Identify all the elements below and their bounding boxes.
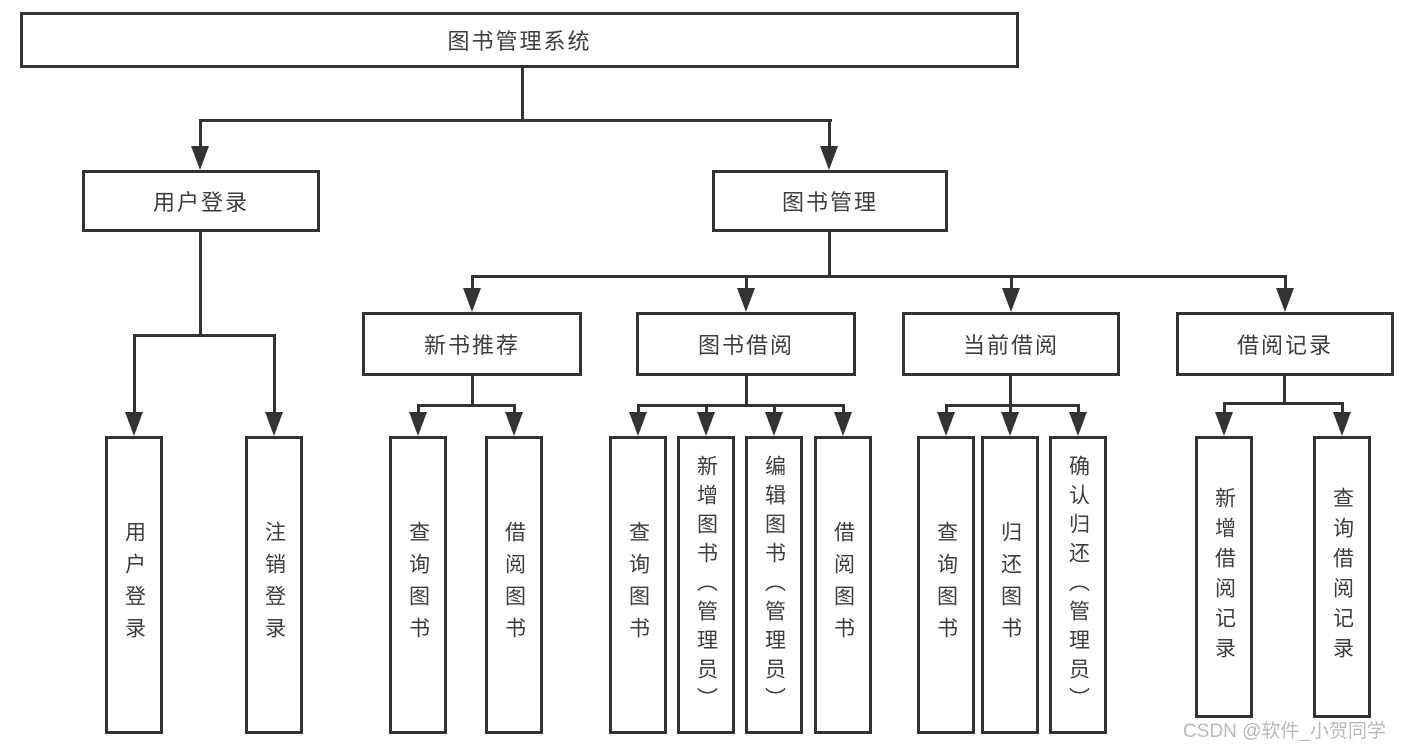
connector-stem-add-book [705,404,708,416]
leaf-confirm-return-admin-label: 确认归还（管理员） [1066,454,1090,716]
connector-book-borrow-stem [745,376,748,405]
connector-stem-leaf-logout [273,334,276,416]
connector-current-borrow-hline [945,404,1080,407]
connector-borrow-records-hline [1223,402,1344,405]
arrow-add-record [1215,412,1233,436]
node-root-label: 图书管理系统 [447,29,592,54]
connector-new-book-hline [417,404,516,407]
arrow-query-book-2 [629,412,647,436]
node-current-borrow: 当前借阅 [902,312,1120,376]
leaf-query-borrow-record-label: 查询借阅记录 [1330,487,1354,667]
node-user-login-label: 用户登录 [152,190,249,215]
arrow-edit-book [765,412,783,436]
node-borrow-records: 借阅记录 [1176,312,1394,376]
csdn-watermark: CSDN @软件_小贺同学 [1183,721,1386,742]
leaf-confirm-return-admin: 确认归还（管理员） [1049,436,1107,734]
connector-stem-return-book [1009,404,1012,416]
connector-stem-new-book [471,275,474,291]
arrow-borrow-book-1 [505,412,523,436]
arrow-current-borrow [1002,288,1020,312]
node-new-book-recommend-label: 新书推荐 [423,333,520,358]
connector-borrow-records-stem [1283,376,1286,403]
connector-stem-edit-book [773,404,776,416]
leaf-add-book-admin-label: 新增图书（管理员） [694,454,718,716]
connector-stem-query-book-2 [637,404,640,416]
node-new-book-recommend: 新书推荐 [362,312,582,376]
leaf-query-book-1: 查询图书 [389,436,447,734]
node-root: 图书管理系统 [20,12,1019,68]
node-book-borrow-label: 图书借阅 [697,333,794,358]
arrow-return-book [1001,412,1019,436]
arrow-query-record [1333,412,1351,436]
leaf-query-book-3: 查询图书 [917,436,975,734]
node-user-login: 用户登录 [82,170,320,232]
leaf-return-book: 归还图书 [981,436,1039,734]
arrow-book-management [820,146,838,170]
connector-stem-borrow-book-2 [842,404,845,416]
leaf-user-login-label: 用户登录 [122,521,146,649]
leaf-query-book-2: 查询图书 [609,436,667,734]
leaf-logout-label: 注销登录 [262,521,286,649]
leaf-logout: 注销登录 [245,436,303,734]
arrow-borrow-book-2 [834,412,852,436]
arrow-query-book-1 [409,412,427,436]
connector-stem-query-record [1341,402,1344,416]
connector-user-login-stem [199,232,202,335]
leaf-borrow-book-1-label: 借阅图书 [502,521,526,649]
leaf-user-login: 用户登录 [105,436,163,734]
leaf-borrow-book-2: 借阅图书 [814,436,872,734]
leaf-query-book-2-label: 查询图书 [626,521,650,649]
leaf-edit-book-admin: 编辑图书（管理员） [745,436,803,734]
node-borrow-records-label: 借阅记录 [1236,333,1333,358]
connector-stem-user-login [199,119,202,151]
leaf-add-borrow-record-label: 新增借阅记录 [1212,487,1236,667]
connector-stem-query-book-3 [945,404,948,416]
leaf-query-book-1-label: 查询图书 [406,521,430,649]
connector-stem-confirm-return [1077,404,1080,416]
connector-stem-current-borrow [1010,275,1013,291]
connector-root-stem [521,68,524,120]
connector-current-borrow-stem [1009,376,1012,405]
leaf-add-borrow-record: 新增借阅记录 [1195,436,1253,718]
connector-stem-book-borrow [745,275,748,291]
connector-stem-borrow-book-1 [513,404,516,416]
connector-user-login-hline [133,334,276,337]
arrow-leaf-user-login [125,412,143,436]
arrow-user-login [191,146,209,170]
arrow-borrow-records [1276,288,1294,312]
connector-book-borrow-hline [637,404,845,407]
connector-level2-hline [199,119,832,122]
connector-stem-leaf-user-login [133,334,136,416]
leaf-add-book-admin: 新增图书（管理员） [677,436,735,734]
arrow-book-borrow [737,288,755,312]
connector-level3-hline [471,275,1287,278]
arrow-confirm-return [1069,412,1087,436]
leaf-borrow-book-1: 借阅图书 [485,436,543,734]
node-book-management: 图书管理 [712,170,948,232]
leaf-query-borrow-record: 查询借阅记录 [1313,436,1371,718]
node-book-management-label: 图书管理 [781,190,878,215]
connector-stem-book-management [828,119,831,151]
node-book-borrow: 图书借阅 [636,312,856,376]
arrow-add-book [697,412,715,436]
connector-stem-query-book-1 [417,404,420,416]
connector-new-book-stem [471,376,474,405]
node-current-borrow-label: 当前借阅 [962,333,1059,358]
leaf-return-book-label: 归还图书 [998,521,1022,649]
leaf-query-book-3-label: 查询图书 [934,521,958,649]
connector-stem-add-record [1223,402,1226,416]
connector-stem-borrow-records [1284,275,1287,291]
arrow-new-book [463,288,481,312]
leaf-borrow-book-2-label: 借阅图书 [831,521,855,649]
connector-book-management-stem [828,232,831,276]
leaf-edit-book-admin-label: 编辑图书（管理员） [762,454,786,716]
arrow-query-book-3 [937,412,955,436]
arrow-leaf-logout [265,412,283,436]
